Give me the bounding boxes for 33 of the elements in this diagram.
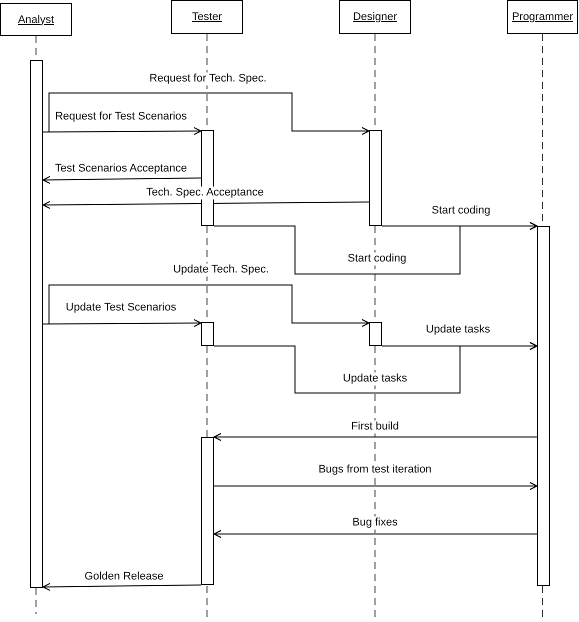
message-label: Request for Test Scenarios [54, 110, 188, 124]
message-arrow [214, 482, 538, 490]
message-label: Request for Tech. Spec. [148, 72, 268, 86]
activation-bar [537, 226, 550, 586]
message-arrow [214, 222, 538, 274]
message-arrow [214, 530, 538, 538]
message-arrow [214, 433, 538, 441]
participant-box: Analyst [0, 3, 72, 36]
participant-box: Tester [171, 0, 243, 34]
message-label: Test Scenarios Acceptance [54, 162, 188, 176]
message-label: First build [350, 420, 400, 434]
activation-bar [30, 60, 43, 588]
message-label: Update Test Scenarios [64, 302, 178, 314]
message-arrow [42, 127, 202, 136]
message-arrow [42, 319, 202, 328]
activation-bar [201, 322, 214, 346]
message-arrow [42, 582, 202, 591]
participant-box: Designer [339, 0, 411, 34]
message-label: Update tasks [424, 324, 492, 336]
activation-bar [201, 437, 214, 585]
message-label: Bug fixes [351, 516, 399, 530]
message-arrow [42, 200, 370, 209]
message-arrow [214, 342, 538, 394]
participant-box: Programmer [507, 0, 578, 34]
message-label: Update tasks [342, 372, 408, 386]
message-label: Start coding [430, 204, 492, 218]
message-label: Update Tech. Spec. [172, 264, 270, 276]
activation-bar [369, 130, 382, 226]
activation-bar [369, 322, 382, 346]
message-arrow [42, 176, 202, 184]
message-label: Start coding [346, 252, 408, 266]
message-label: Bugs from test iteration [317, 464, 433, 476]
message-label: Tech. Spec. Acceptance [145, 186, 265, 200]
